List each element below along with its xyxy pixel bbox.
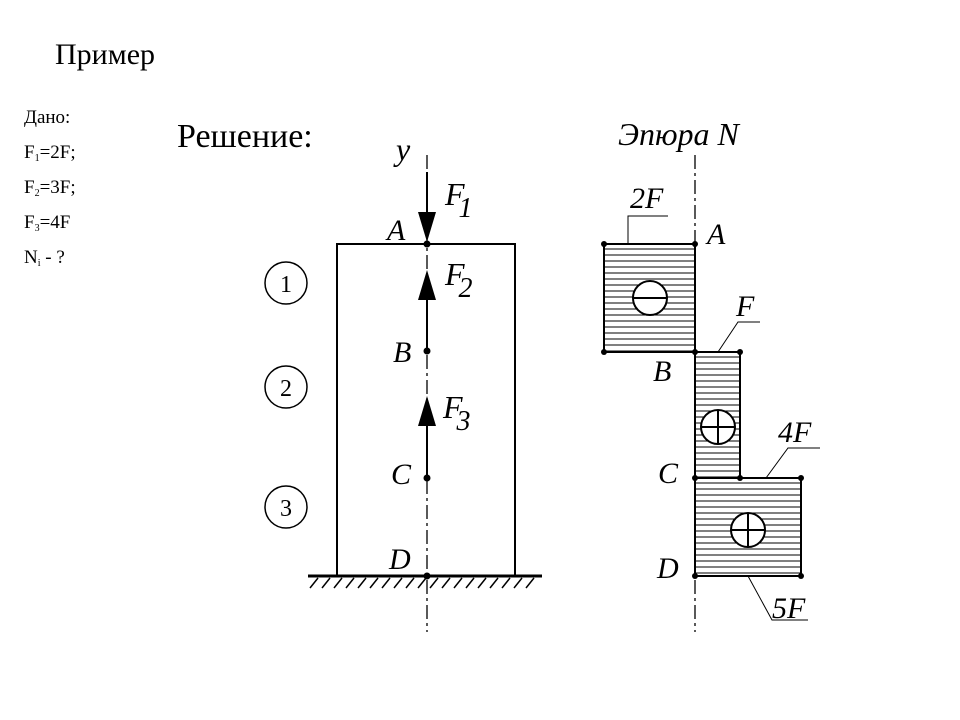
force-f2-arrow bbox=[418, 270, 436, 350]
epure-corner-dots bbox=[601, 241, 804, 579]
epure-point-d-label: D bbox=[656, 552, 679, 585]
section-3-marker: 3 bbox=[264, 485, 308, 529]
point-b-dot bbox=[423, 347, 431, 355]
solution-title: Решение: bbox=[177, 118, 313, 155]
leader-2f bbox=[627, 215, 668, 244]
epure-value-2f: 2F bbox=[630, 182, 664, 215]
section-3-number: 3 bbox=[280, 496, 292, 522]
epure-value-f: F bbox=[735, 290, 755, 323]
given-f1: F1=2F; bbox=[24, 142, 76, 164]
fixed-support bbox=[308, 574, 542, 589]
point-c-label: C bbox=[391, 458, 412, 491]
leader-5f bbox=[747, 575, 808, 621]
given-f2: F2=3F; bbox=[24, 177, 76, 199]
section-1-number: 1 bbox=[280, 272, 292, 298]
plus-sign-icon bbox=[700, 409, 736, 445]
epure-point-a-label: A bbox=[705, 218, 726, 251]
epure-value-5f: 5F bbox=[772, 592, 806, 625]
plus-sign-icon bbox=[730, 512, 766, 548]
point-d-dot bbox=[423, 572, 431, 580]
axis-label-y: y bbox=[393, 131, 411, 167]
force-f3-arrow bbox=[418, 396, 436, 478]
section-2-marker: 2 bbox=[264, 365, 308, 409]
given-block: Дано: F1=2F; F2=3F; F3=4F Ni - ? bbox=[24, 100, 76, 275]
force-f1-label: F1 bbox=[444, 176, 473, 224]
force-f1-arrow bbox=[418, 172, 436, 242]
minus-sign-icon bbox=[632, 280, 668, 316]
bar-scheme: y A B C D F1 F2 F3 1 bbox=[264, 131, 542, 632]
epure-title: Эпюра N bbox=[618, 116, 741, 152]
point-d-label: D bbox=[388, 543, 411, 576]
leader-4f bbox=[765, 447, 820, 479]
point-a-label: A bbox=[385, 214, 406, 247]
given-unknown: Ni - ? bbox=[24, 247, 65, 269]
force-f3-label: F3 bbox=[442, 389, 471, 437]
section-2-number: 2 bbox=[280, 376, 292, 402]
force-f2-label: F2 bbox=[444, 256, 473, 304]
page-title: Пример bbox=[55, 38, 156, 71]
given-heading: Дано: bbox=[24, 107, 71, 128]
epure-point-c-label: C bbox=[658, 457, 679, 490]
point-a-dot bbox=[423, 240, 431, 248]
section-1-marker: 1 bbox=[264, 261, 308, 305]
epure-point-b-label: B bbox=[653, 355, 671, 388]
point-b-label: B bbox=[393, 336, 411, 369]
leader-f bbox=[717, 321, 760, 353]
epure-n: Эпюра N bbox=[601, 116, 820, 632]
point-c-dot bbox=[423, 474, 431, 482]
epure-value-4f: 4F bbox=[778, 416, 812, 449]
given-f3: F3=4F bbox=[24, 212, 71, 234]
